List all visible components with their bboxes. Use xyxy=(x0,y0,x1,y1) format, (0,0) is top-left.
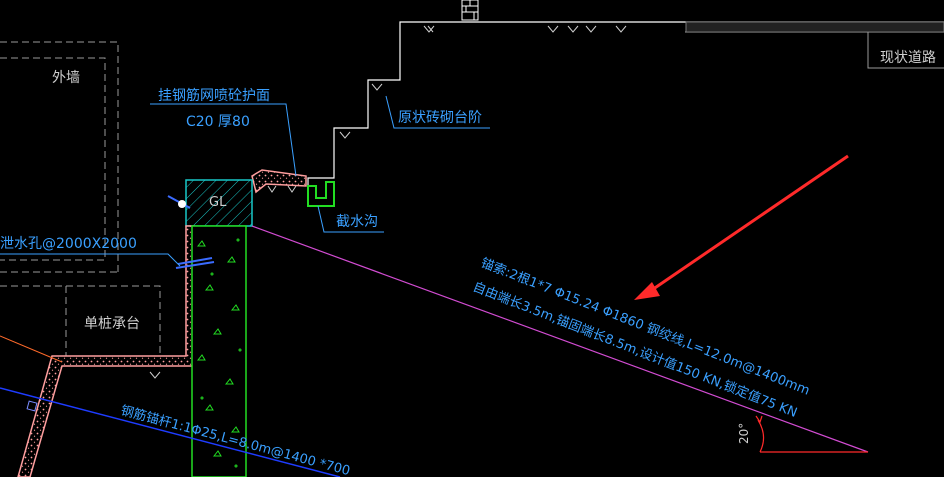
retaining-wall-face xyxy=(17,225,195,477)
road-edge xyxy=(867,32,944,69)
shotcrete-spec-label: C20 厚80 xyxy=(186,114,250,130)
outer-wall-label: 外墙 xyxy=(52,70,80,86)
leader-lines xyxy=(0,95,490,267)
mesh-shotcrete-label: 挂钢筋网喷砼护面 xyxy=(158,87,270,104)
orange-guide-line xyxy=(0,335,63,363)
anchor-cable-spec-line2: 自由端长3.5m,锚固端长8.5m,设计值150 KN,锁定值75 KN xyxy=(471,279,800,421)
existing-brick-steps xyxy=(307,21,944,192)
pile xyxy=(191,225,247,477)
intercept-ditch-label: 截水沟 xyxy=(336,214,378,230)
single-pile-cap-outline xyxy=(0,285,161,358)
soil-hatch-marks xyxy=(149,25,627,379)
single-pile-cap-label: 单桩承台 xyxy=(84,315,140,332)
existing-road-label: 现状道路 xyxy=(880,50,936,66)
gl-label: GL xyxy=(209,195,227,210)
outer-wall-outline xyxy=(0,41,119,273)
soil-nail-head xyxy=(26,400,38,412)
shotcrete-slope-face xyxy=(251,169,307,194)
brick-steps-label: 原状砖砌台阶 xyxy=(398,110,482,126)
anchor-head-icon xyxy=(167,195,191,209)
intercept-ditch-shape xyxy=(307,181,335,207)
angle-label: 20° xyxy=(737,423,751,444)
drain-hole-label: 泄水孔@2000X2000 xyxy=(0,236,137,252)
pile-aggregate xyxy=(196,238,242,468)
pointer-arrow xyxy=(634,154,849,300)
soil-nail-line xyxy=(0,387,341,477)
anchor-cable-line xyxy=(251,225,869,453)
drain-pipe xyxy=(175,257,215,269)
anchor-cable-spec-line1: 锚索:2根1*7 Φ15.24 Φ1860 钢绞线,L=12.0m@1400mm xyxy=(479,255,813,399)
soil-hatch-top xyxy=(267,185,297,193)
angle-dimension xyxy=(755,415,868,453)
brick-block xyxy=(461,0,479,21)
road-surface xyxy=(685,21,944,33)
